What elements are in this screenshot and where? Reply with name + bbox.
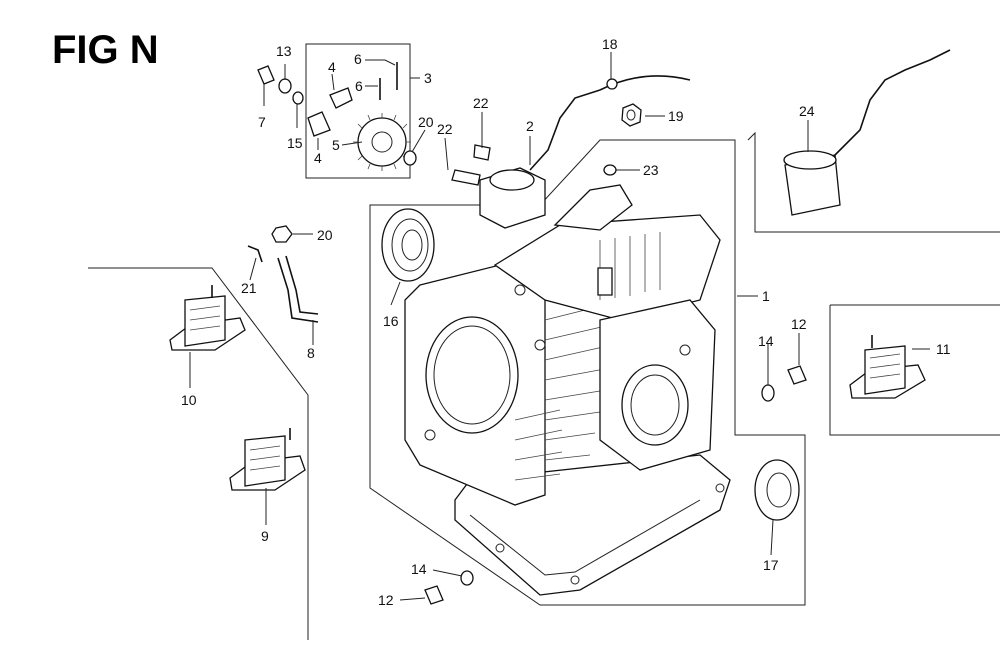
callout-5: 5 — [332, 137, 340, 153]
callout-14-right: 14 — [758, 333, 774, 349]
callout-16: 16 — [383, 313, 399, 329]
part-2-oil-switch — [451, 75, 691, 229]
callout-2: 2 — [526, 118, 534, 134]
part-14-washer-bottom — [460, 570, 474, 586]
part-19-nut — [621, 103, 642, 127]
callout-20-lower: 20 — [317, 227, 333, 243]
callout-15: 15 — [287, 135, 303, 151]
part-10-engine-mount — [169, 285, 246, 351]
part-20-nut-b — [271, 225, 293, 243]
part-8-breather-pipe — [277, 255, 319, 323]
callout-8: 8 — [307, 345, 315, 361]
callout-6-lower: 6 — [355, 78, 363, 94]
callout-6-upper: 6 — [354, 51, 362, 67]
callout-14-bottom: 14 — [411, 561, 427, 577]
part-24-sensor — [783, 49, 951, 216]
callout-labels: 1 2 3 4 4 5 6 6 7 8 9 10 11 12 12 13 14 … — [181, 36, 951, 608]
callout-22-lower: 22 — [437, 121, 453, 137]
callout-7: 7 — [258, 114, 266, 130]
part-12-bolt-right — [787, 365, 807, 385]
part-17-oil-seal — [754, 459, 800, 521]
callout-12-bottom: 12 — [378, 592, 394, 608]
figure-title: FIG N — [52, 28, 159, 72]
callout-9: 9 — [261, 528, 269, 544]
mount-left-boundary — [88, 267, 309, 640]
part-14-washer-right — [761, 384, 775, 402]
callout-12-right: 12 — [791, 316, 807, 332]
callout-23: 23 — [643, 162, 659, 178]
callout-20-upper: 20 — [418, 114, 434, 130]
group-boundaries — [88, 43, 1000, 640]
callout-11: 11 — [936, 341, 951, 357]
part-9-engine-mount — [229, 428, 306, 491]
crankcase-group-outline — [369, 139, 806, 606]
crankcase-body — [404, 184, 731, 596]
part-12-bolt-bottom — [424, 585, 444, 605]
oil-pump-group-box — [305, 43, 411, 179]
mount-right-box — [829, 304, 1000, 436]
callout-17: 17 — [763, 557, 779, 573]
part-11-engine-mount — [849, 335, 926, 399]
callout-21: 21 — [241, 280, 257, 296]
part-23-nut — [603, 164, 617, 176]
callout-4-upper: 4 — [328, 59, 336, 75]
part-21-clip — [247, 245, 263, 263]
callout-22-upper: 22 — [473, 95, 489, 111]
callout-19: 19 — [668, 108, 684, 124]
part-16-bearing — [381, 208, 435, 282]
callout-18: 18 — [602, 36, 618, 52]
callout-3: 3 — [424, 70, 432, 86]
leader-lines — [189, 52, 930, 601]
callout-13: 13 — [276, 43, 292, 59]
callout-4-lower: 4 — [314, 150, 322, 166]
callout-24: 24 — [799, 103, 815, 119]
oil-pump-parts — [257, 62, 417, 171]
sensor-group-box — [747, 131, 1000, 233]
callout-10: 10 — [181, 392, 197, 408]
callout-1: 1 — [762, 288, 770, 304]
